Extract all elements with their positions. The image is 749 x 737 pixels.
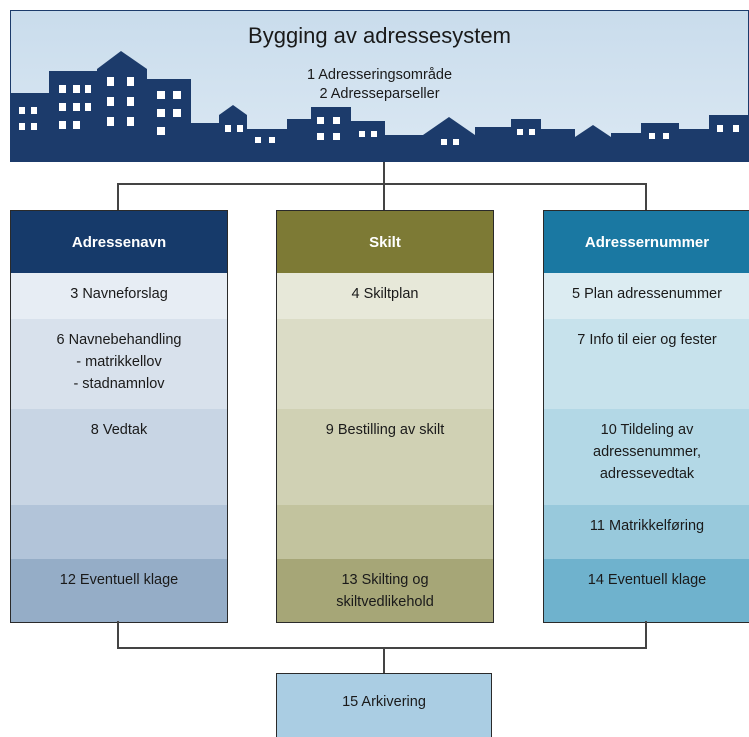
column-skilt: Skilt 4 Skiltplan 9 Bestilling av skilt … bbox=[276, 210, 494, 623]
connector-bottom-vertical bbox=[383, 647, 385, 673]
city-skyline-illustration bbox=[11, 51, 748, 161]
connector-left-rise bbox=[117, 621, 119, 648]
column-heading-skilt: Skilt bbox=[277, 211, 493, 273]
connector-mid-drop bbox=[383, 183, 385, 210]
diagram-title: Bygging av adressesystem bbox=[248, 23, 511, 48]
final-step-label: 15 Arkivering bbox=[342, 694, 426, 710]
step-cell: 8 Vedtak bbox=[11, 409, 227, 515]
header-banner: Bygging av adressesystem 1 Adresseringso… bbox=[10, 10, 749, 162]
header-item-1: 1 Adresseringsområde bbox=[306, 67, 453, 83]
step-cell-empty bbox=[277, 505, 493, 569]
step-cell: 9 Bestilling av skilt bbox=[277, 409, 493, 515]
step-cell: 10 Tildeling av adressenummer, adresseve… bbox=[544, 409, 749, 515]
connector-left-drop bbox=[117, 183, 119, 210]
connector-top-vertical bbox=[383, 162, 385, 184]
connector-top-horizontal bbox=[117, 183, 647, 185]
step-cell: 13 Skilting og skiltvedlikehold bbox=[277, 559, 493, 622]
step-cell-empty bbox=[11, 505, 227, 569]
connector-right-rise bbox=[645, 621, 647, 648]
step-cell: 7 Info til eier og fester bbox=[544, 319, 749, 419]
step-cell: 14 Eventuell klage bbox=[544, 559, 749, 622]
step-cell: 11 Matrikkelføring bbox=[544, 505, 749, 569]
step-cell: 6 Navnebehandling - matrikkellov - stadn… bbox=[11, 319, 227, 419]
column-heading-adressernummer: Adressernummer bbox=[544, 211, 749, 273]
step-cell: 12 Eventuell klage bbox=[11, 559, 227, 622]
step-cell-empty bbox=[277, 319, 493, 419]
header-item-2: 2 Adresseparseller bbox=[319, 86, 440, 102]
final-step-box: 15 Arkivering bbox=[276, 673, 492, 737]
column-adressenavn: Adressenavn 3 Navneforslag 6 Navnebehand… bbox=[10, 210, 228, 623]
column-adressernummer: Adressernummer 5 Plan adressenummer 7 In… bbox=[543, 210, 749, 623]
connector-right-drop bbox=[645, 183, 647, 210]
connector-bottom-horizontal bbox=[117, 647, 647, 649]
column-heading-adressenavn: Adressenavn bbox=[11, 211, 227, 273]
